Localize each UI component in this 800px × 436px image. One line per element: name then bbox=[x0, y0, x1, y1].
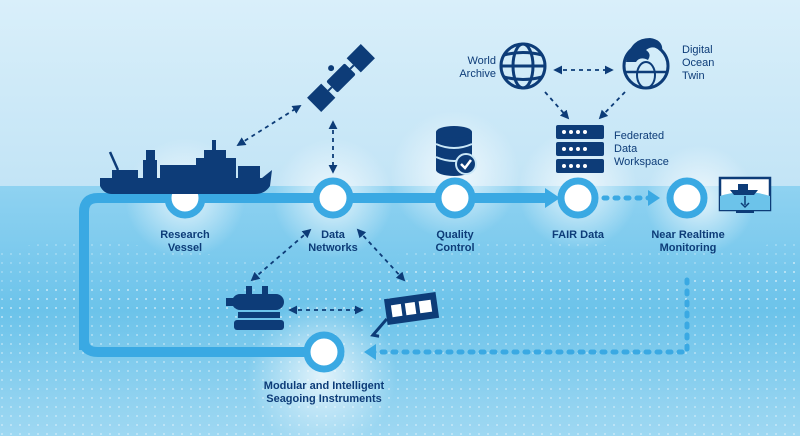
seafloor-instrument-icon bbox=[370, 291, 440, 338]
server-rack-icon bbox=[556, 125, 604, 173]
dotted-return-line bbox=[369, 277, 690, 355]
label-data-networks: Data Networks bbox=[308, 229, 358, 254]
node-data-networks bbox=[312, 177, 354, 219]
satellite-icon bbox=[307, 44, 375, 112]
label-federated-data-workspace: Federated Data Workspace bbox=[614, 130, 669, 168]
database-check-icon bbox=[435, 126, 477, 176]
globe-icon bbox=[499, 42, 547, 90]
label-digital-ocean-twin: Digital Ocean Twin bbox=[682, 44, 715, 82]
underwater-vehicle-icon bbox=[226, 286, 284, 330]
node-quality-control bbox=[434, 177, 476, 219]
label-research-vessel: Research Vessel bbox=[160, 229, 210, 254]
research-vessel-icon bbox=[100, 140, 272, 194]
dotted-return-arrowhead bbox=[364, 344, 376, 360]
return-flow-line bbox=[79, 339, 310, 357]
link-twin-workspace bbox=[598, 91, 626, 120]
monitoring-screen-icon bbox=[718, 176, 772, 213]
ocean-wave-globe-icon bbox=[622, 38, 670, 90]
link-archive-workspace bbox=[544, 91, 570, 120]
label-near-realtime-monitoring: Near Realtime Monitoring bbox=[651, 229, 725, 254]
label-fair-data: FAIR Data bbox=[552, 229, 604, 241]
flow-arrowhead bbox=[545, 188, 560, 208]
label-quality-control: Quality Control bbox=[435, 229, 475, 254]
main-flow-line bbox=[79, 193, 545, 350]
label-world-archive: World Archive bbox=[459, 55, 496, 80]
link-networks-sled bbox=[356, 228, 406, 282]
node-instruments bbox=[303, 331, 345, 373]
node-fair-data bbox=[557, 177, 599, 219]
node-near-realtime-monitoring bbox=[666, 177, 708, 219]
label-instruments: Modular and Intelligent Seagoing Instrum… bbox=[263, 380, 385, 405]
dotted-arrowhead bbox=[648, 190, 660, 206]
